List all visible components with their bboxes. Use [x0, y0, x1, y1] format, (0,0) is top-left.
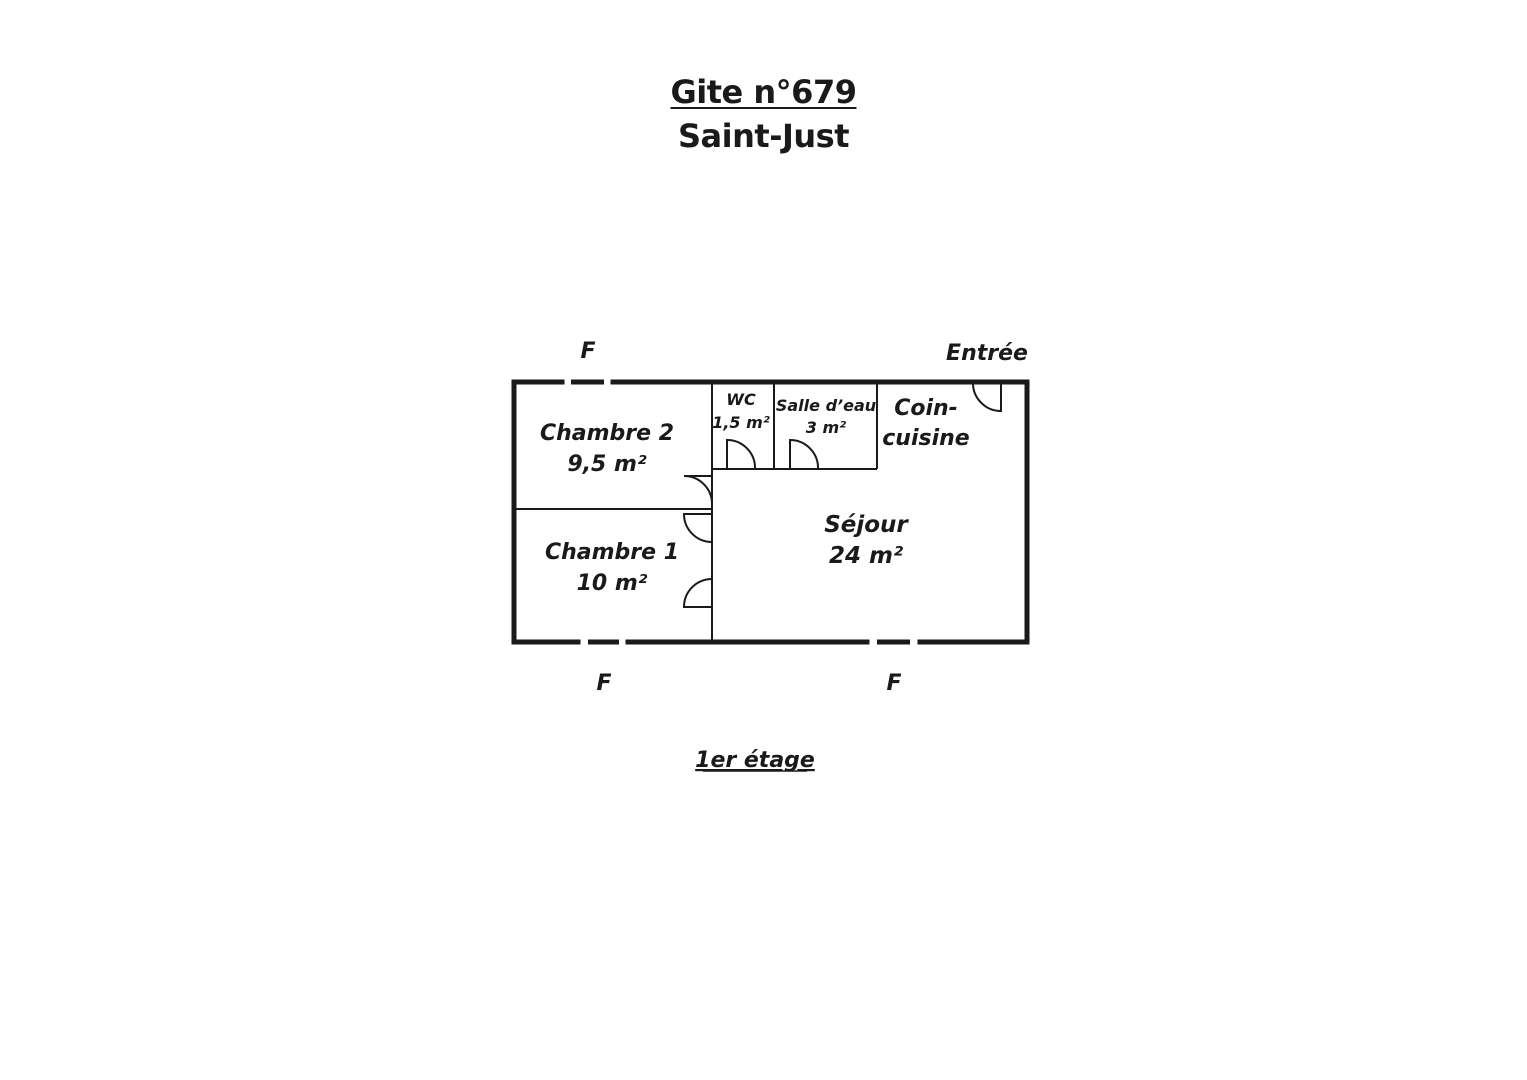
chambre2-area: 9,5 m²: [567, 452, 647, 477]
window-top-label: F: [580, 339, 595, 364]
salle-eau-area: 3 m²: [806, 418, 846, 437]
sejour-name: Séjour: [824, 512, 909, 538]
markers: F Entrée F F: [580, 339, 1028, 696]
salle-eau-door: [789, 438, 820, 470]
room-labels: Chambre 2 9,5 m² Chambre 1 10 m² WC 1,5 …: [540, 390, 970, 596]
interior-walls: [514, 382, 878, 642]
floor-label: 1er étage: [695, 748, 815, 773]
coin-cuisine-line2: cuisine: [882, 426, 970, 451]
title-block: Gite n°679 Saint-Just: [0, 70, 1527, 158]
salle-eau-name: Salle d’eau: [776, 396, 876, 415]
wc-name: WC: [726, 390, 756, 409]
chambre2-name: Chambre 2: [540, 421, 674, 446]
chambre2-door: [683, 475, 713, 505]
coin-cuisine-line1: Coin-: [894, 396, 958, 421]
placard-door: [682, 578, 713, 608]
sejour-area: 24 m²: [829, 543, 903, 569]
entrance-door: [971, 381, 1002, 413]
window-bottom-right-label: F: [886, 671, 901, 696]
doors: [682, 381, 1002, 608]
outer-walls: [511, 379, 1030, 645]
chambre1-name: Chambre 1: [545, 540, 679, 565]
plan-subtitle: Saint-Just: [678, 117, 850, 155]
window-bottom-left-label: F: [596, 671, 611, 696]
wc-area: 1,5 m²: [712, 413, 770, 432]
entree-label: Entrée: [946, 341, 1028, 366]
wc-door: [726, 438, 757, 470]
chambre1-door: [682, 513, 713, 543]
chambre1-area: 10 m²: [577, 571, 648, 596]
windows: [571, 379, 910, 645]
plan-title: Gite n°679: [670, 73, 857, 111]
